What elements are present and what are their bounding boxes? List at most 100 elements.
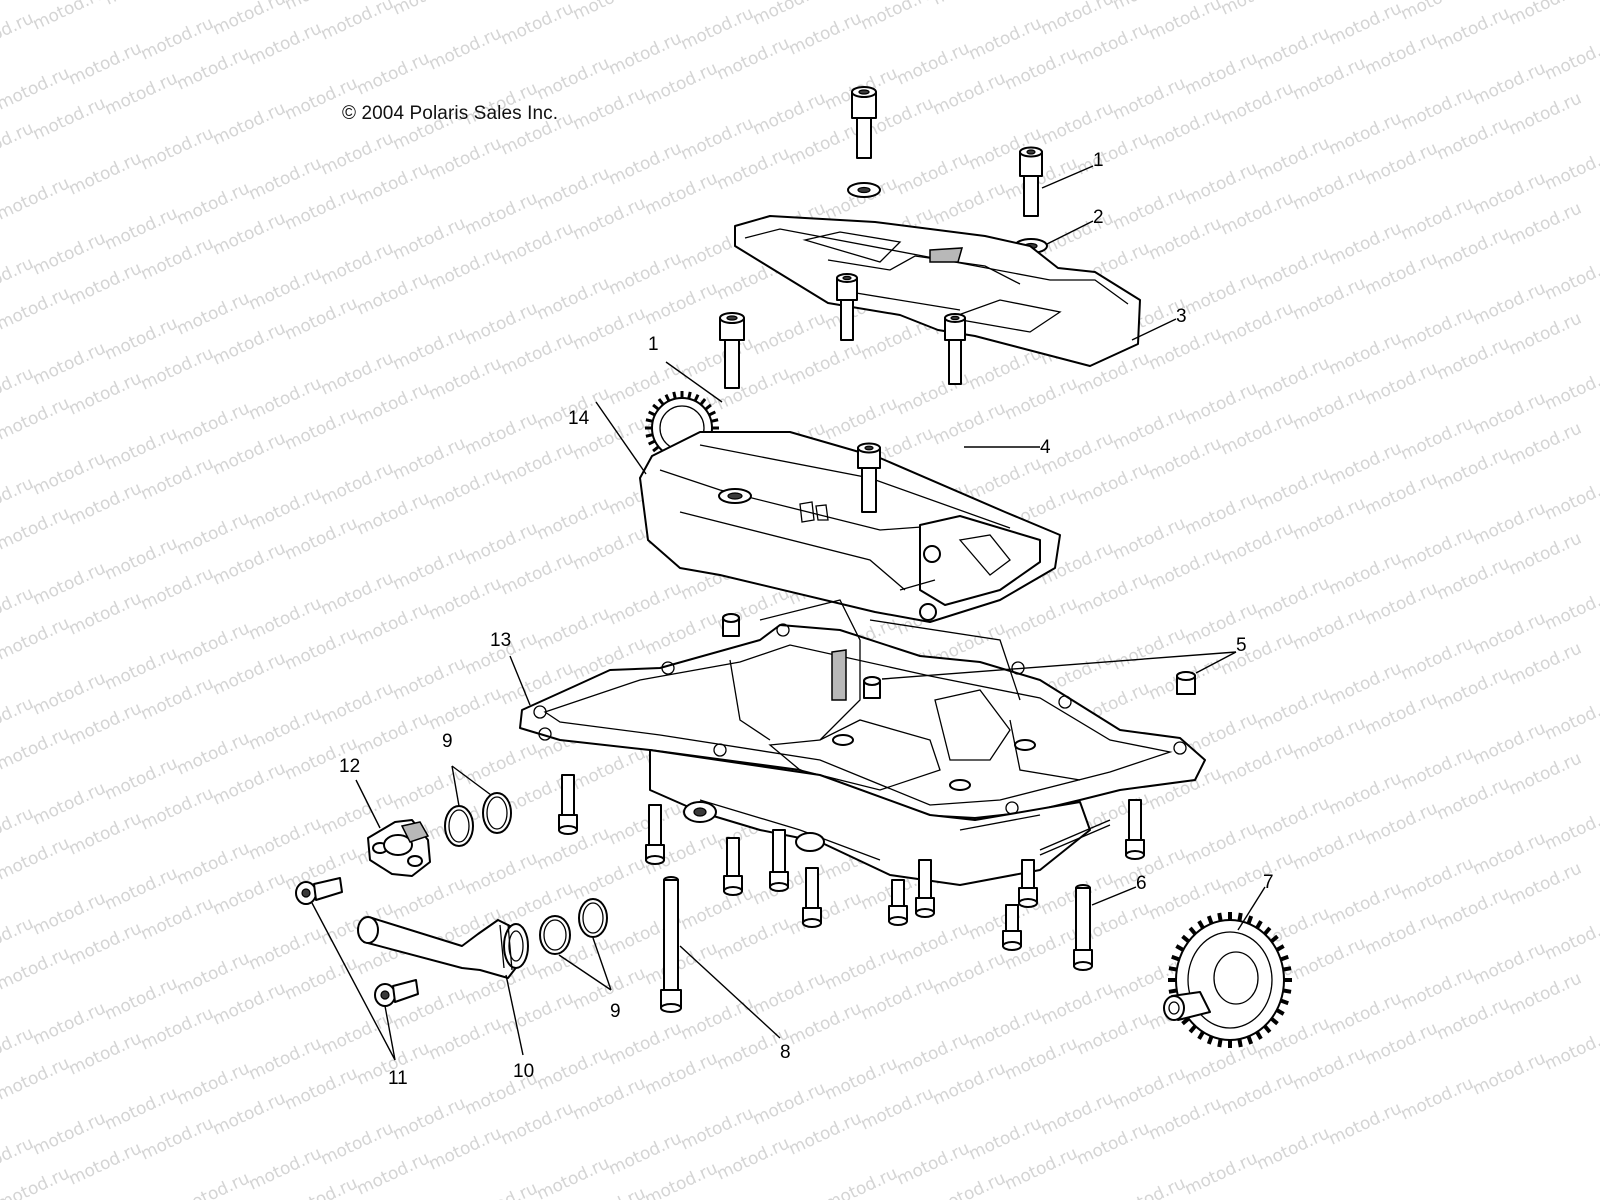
callout-1-pump: 1 [648,334,659,355]
callout-11: 11 [388,1068,408,1089]
watermark-text: motod.ru [1290,53,1369,104]
watermark-text: motod.ru [858,973,937,1024]
watermark-text: motod.ru [1182,1148,1261,1199]
watermark-text: motod.ru [174,1168,253,1200]
watermark-text: motod.ru [390,213,469,264]
bolt-pump-center [836,273,858,341]
watermark-text: motod.ru [102,753,181,804]
watermark-text: motod.ru [354,598,433,649]
watermark-text: motod.ru [642,938,721,989]
gear-tooth [708,410,716,417]
watermark-text: motod.ru [66,148,145,199]
watermark-text: motod.ru [1002,593,1081,644]
pan-bolts [558,774,1145,951]
watermark-text: motod.ru [0,503,73,554]
watermark-text: motod.ru [426,243,505,294]
watermark-text: motod.ru [750,88,829,139]
watermark-text: motod.ru [1074,568,1153,619]
watermark-text: motod.ru [246,263,325,314]
gear-tooth [687,391,692,400]
watermark-text: motod.ru [1398,743,1477,794]
watermark-text: motod.ru [642,278,721,329]
watermark-text: motod.ru [138,563,217,614]
watermark-text: motod.ru [30,778,109,829]
watermark-text: motod.ru [966,13,1045,64]
watermark-text: motod.ru [642,58,721,109]
watermark-text: motod.ru [1362,1018,1441,1069]
callout-14: 14 [568,408,590,429]
watermark-text: motod.ru [102,68,181,119]
watermark-text: motod.ru [822,1053,901,1104]
watermark-text: motod.ru [66,588,145,639]
watermark-text: motod.ru [0,723,73,774]
watermark-text: motod.ru [1470,608,1549,659]
watermark-text: motod.ru [642,1158,721,1200]
watermark-text: motod.ru [318,1008,397,1059]
watermark-text: motod.ru [1326,218,1405,269]
watermark-text: motod.ru [138,673,217,724]
watermark-text: motod.ru [714,33,793,84]
pan-bolt [645,804,665,865]
screws-11 [295,877,419,1007]
watermark-text: motod.ru [606,1018,685,1069]
bolt-1-pump [719,312,745,389]
watermark-text: motod.ru [1434,333,1513,384]
watermark-text: motod.ru [138,893,217,944]
watermark-text: motod.ru [210,648,289,699]
callout-7: 7 [1263,872,1274,893]
watermark-text: motod.ru [1362,468,1441,519]
watermark-text: motod.ru [1290,713,1369,764]
watermark-text: motod.ru [138,343,217,394]
callout-1-upper: 1 [1093,150,1104,171]
watermark-text: motod.ru [1218,78,1297,129]
watermark-text: motod.ru [1434,883,1513,934]
watermark-text: motod.ru [390,0,469,20]
leader-lines [311,165,1266,1061]
watermark-text: motod.ru [390,543,469,594]
watermark-text: motod.ru [1290,603,1369,654]
watermark-text: motod.ru [66,478,145,529]
watermark-text: motod.ru [1326,548,1405,599]
gear-tooth [672,391,677,400]
watermark-text: motod.ru [462,298,541,349]
watermark-text: motod.ru [1254,243,1333,294]
bolt-6 [1073,884,1093,971]
watermark-text: motod.ru [1290,273,1369,324]
watermark-text: motod.ru [1146,543,1225,594]
watermark-text: motod.ru [1038,1088,1117,1139]
watermark-text: motod.ru [30,0,109,35]
watermark-text: motod.ru [282,1063,361,1114]
watermark-text: motod.ru [606,138,685,189]
callout-2: 2 [1093,207,1104,228]
pan-bolt [915,859,935,918]
callout-3: 3 [1176,306,1187,327]
watermark-text: motod.ru [102,423,181,474]
watermark-text: motod.ru [1290,383,1369,434]
watermark-text: motod.ru [1398,303,1477,354]
watermark-text: motod.ru [66,1028,145,1079]
watermark-text: motod.ru [1146,0,1225,45]
watermark-text: motod.ru [1218,408,1297,459]
watermark-text: motod.ru [894,1138,973,1189]
watermark-text: motod.ru [966,453,1045,504]
watermark-text: motod.ru [1506,88,1585,139]
watermark-text: motod.ru [1542,583,1600,634]
watermark-text: motod.ru [246,483,325,534]
watermark-text: motod.ru [930,398,1009,449]
watermark-text: motod.ru [894,1028,973,1079]
watermark-text: motod.ru [1326,768,1405,819]
watermark-text: motod.ru [1182,818,1261,869]
watermark-text: motod.ru [534,1043,613,1094]
watermark-text: motod.ru [1290,163,1369,214]
watermark-text: motod.ru [1506,0,1585,30]
pan-bolt [723,837,743,896]
watermark-text: motod.ru [570,1073,649,1124]
watermark-text: motod.ru [498,1098,577,1149]
watermark-text: motod.ru [678,993,757,1044]
watermark-text: motod.ru [318,128,397,179]
watermark-text: motod.ru [426,353,505,404]
watermark-text: motod.ru [1218,1068,1297,1119]
watermark-text: motod.ru [1542,803,1600,854]
